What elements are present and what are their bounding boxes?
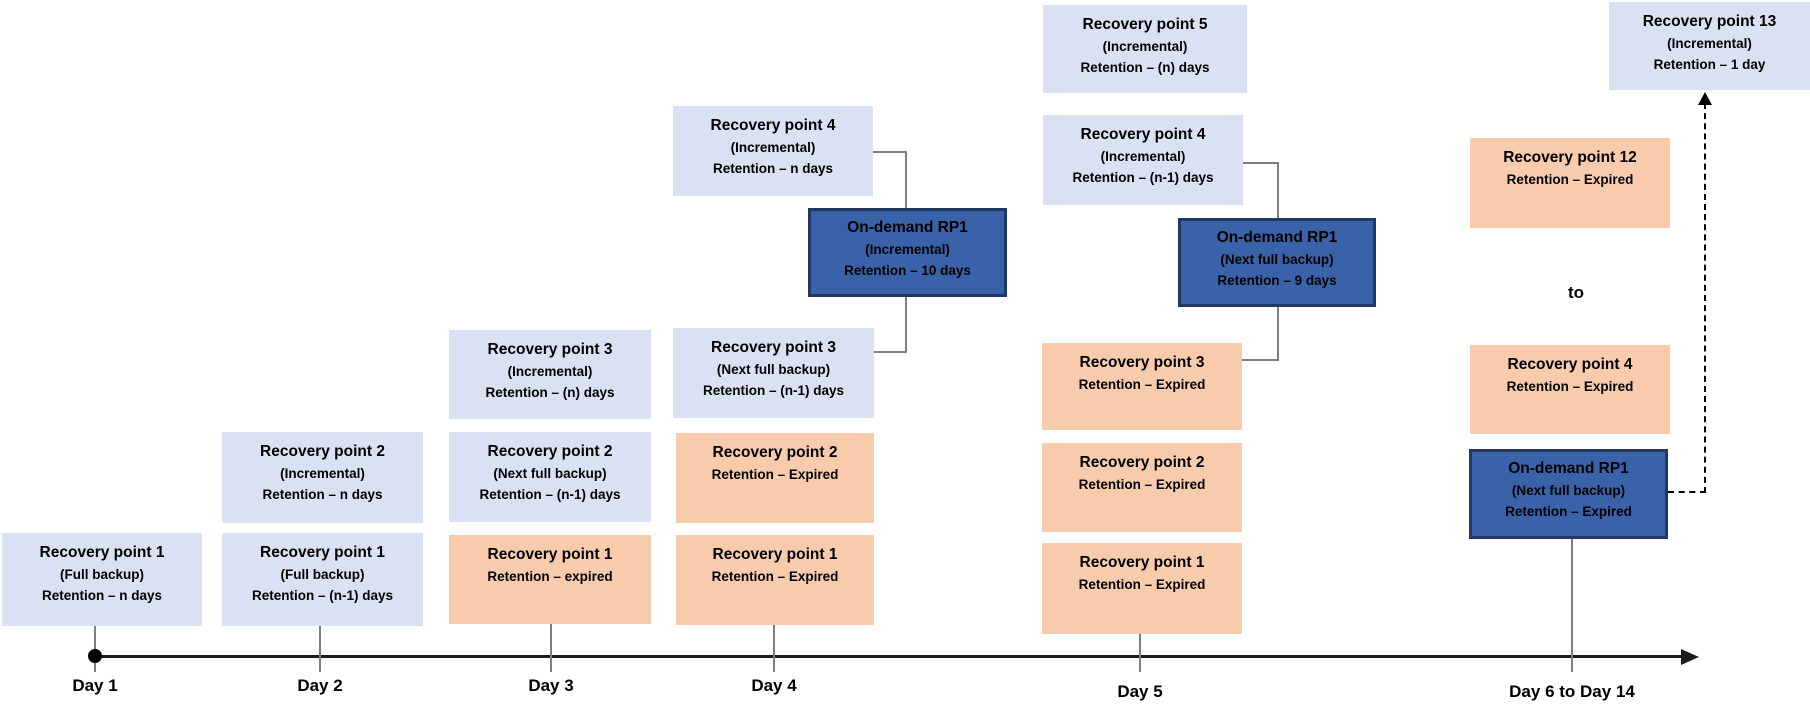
box-day3-rp2: Recovery point 2 (Next full backup) Retent… xyxy=(449,432,651,522)
box-day4-rp3-line-1: (Next full backup) xyxy=(716,362,831,377)
box-day6-rp13: Recovery point 13 (Incremental) Retention … xyxy=(1609,2,1810,90)
box-day6-rp13-line-1: (Incremental) xyxy=(1667,36,1752,51)
box-day4-rp1-line-0: Recovery point 1 xyxy=(712,546,838,563)
box-day3-rp1: Recovery point 1 Retention – expired xyxy=(449,535,651,624)
box-day1-rp1-line-1: (Full backup) xyxy=(60,567,144,582)
box-day6-od-line-0: On-demand RP1 xyxy=(1508,460,1629,477)
box-day6-rp4: Recovery point 4 Retention – Expired xyxy=(1470,345,1670,434)
box-day5-rp5-line-0: Recovery point 5 xyxy=(1082,16,1208,33)
box-day1-rp1: Recovery point 1 (Full backup) Retention –… xyxy=(2,533,202,626)
to-label: to xyxy=(1567,283,1585,302)
box-day1-rp1-line-2: Retention – n days xyxy=(41,588,163,603)
timeline-tick-4 xyxy=(773,625,775,672)
box-day4-rp4: Recovery point 4 (Incremental) Retention –… xyxy=(673,106,873,196)
timeline-day-label-4: Day 4 xyxy=(751,676,797,695)
box-day4-od-line-1: (Incremental) xyxy=(865,242,950,257)
timeline-axis xyxy=(95,655,1683,658)
connector-day4-elbow-top xyxy=(873,151,907,153)
box-day6-rp12-line-1: Retention – Expired xyxy=(1506,172,1634,187)
box-day4-rp4-line-2: Retention – n days xyxy=(712,161,834,176)
box-day3-rp1-line-0: Recovery point 1 xyxy=(487,546,613,563)
timeline-day-label-3: Day 3 xyxy=(528,676,574,695)
timeline-tick-5 xyxy=(1139,634,1141,672)
box-day5-od-line-1: (Next full backup) xyxy=(1220,252,1334,267)
box-day4-rp4-line-0: Recovery point 4 xyxy=(710,117,836,134)
box-day3-rp3-line-0: Recovery point 3 xyxy=(487,341,613,358)
box-day5-rp1: Recovery point 1 Retention – Expired xyxy=(1042,543,1242,634)
box-day5-rp4-line-1: (Incremental) xyxy=(1100,149,1186,164)
box-day5-od: On-demand RP1 (Next full backup) Retention… xyxy=(1178,218,1376,307)
box-day3-rp2-line-2: Retention – (n-1) days xyxy=(479,487,621,502)
box-day4-od-line-0: On-demand RP1 xyxy=(847,219,968,236)
timeline-arrowhead-icon xyxy=(1681,648,1699,665)
box-day4-rp1: Recovery point 1 Retention – Expired xyxy=(676,535,874,625)
connector-day5-elbow-top xyxy=(1243,162,1279,164)
box-day6-od-line-1: (Next full backup) xyxy=(1511,483,1626,498)
box-day5-od-line-0: On-demand RP1 xyxy=(1216,229,1338,246)
box-day4-rp2-line-0: Recovery point 2 xyxy=(712,444,838,461)
timeline-day-label-2: Day 2 xyxy=(297,676,343,695)
box-day2-rp1-line-2: Retention – (n-1) days xyxy=(251,588,394,603)
box-day4-rp3-line-0: Recovery point 3 xyxy=(711,339,836,356)
timeline-tick-2 xyxy=(319,626,321,672)
box-day6-rp13-line-2: Retention – 1 day xyxy=(1653,57,1766,72)
timeline-tick-6 xyxy=(1571,539,1573,672)
box-day5-od-line-2: Retention – 9 days xyxy=(1217,273,1337,288)
box-day5-rp3-line-1: Retention – Expired xyxy=(1078,377,1206,392)
box-day3-rp3-line-2: Retention – (n) days xyxy=(485,385,615,400)
box-day5-rp5-line-1: (Incremental) xyxy=(1102,39,1188,54)
box-day5-rp1-line-1: Retention – Expired xyxy=(1078,577,1206,592)
box-day4-od: On-demand RP1 (Incremental) Retention – 10… xyxy=(808,208,1007,297)
box-day3-rp2-line-1: (Next full backup) xyxy=(493,466,607,481)
box-day3-rp3: Recovery point 3 (Incremental) Retention –… xyxy=(449,330,651,419)
box-day2-rp2: Recovery point 2 (Incremental) Retention –… xyxy=(222,432,423,523)
dashed-arrow-up-icon xyxy=(1698,92,1712,105)
box-day5-rp4-line-2: Retention – (n-1) days xyxy=(1072,170,1214,185)
box-day5-rp5-line-2: Retention – (n) days xyxy=(1080,60,1210,75)
box-day5-rp3-line-0: Recovery point 3 xyxy=(1079,354,1205,371)
box-day3-rp2-line-0: Recovery point 2 xyxy=(487,443,613,460)
timeline-day-label-1: Day 1 xyxy=(72,676,118,695)
box-day5-rp2-line-0: Recovery point 2 xyxy=(1079,454,1205,471)
box-day2-rp1-line-1: (Full backup) xyxy=(280,567,365,582)
box-day4-rp1-line-1: Retention – Expired xyxy=(711,569,839,584)
box-day1-rp1-line-0: Recovery point 1 xyxy=(39,544,165,561)
box-day5-rp3: Recovery point 3 Retention – Expired xyxy=(1042,343,1242,430)
dashed-connector-horizontal xyxy=(1668,491,1706,493)
box-day5-rp4: Recovery point 4 (Incremental) Retention –… xyxy=(1043,115,1243,205)
box-day5-rp2-line-1: Retention – Expired xyxy=(1078,477,1206,492)
box-day3-rp1-line-1: Retention – expired xyxy=(487,569,613,584)
timeline-tick-3 xyxy=(550,624,552,672)
box-day6-rp13-line-0: Recovery point 13 xyxy=(1642,13,1777,30)
box-day4-rp4-line-1: (Incremental) xyxy=(730,140,816,155)
timeline-origin-dot-icon xyxy=(88,649,102,663)
box-day6-od: On-demand RP1 (Next full backup) Retention… xyxy=(1469,449,1668,539)
connector-day5-elbow-bottom xyxy=(1242,359,1279,361)
box-day2-rp2-line-1: (Incremental) xyxy=(280,466,365,481)
box-day5-rp4-line-0: Recovery point 4 xyxy=(1080,126,1206,143)
box-day4-od-line-2: Retention – 10 days xyxy=(844,263,971,278)
box-day2-rp1-line-0: Recovery point 1 xyxy=(260,544,385,561)
box-day6-od-line-2: Retention – Expired xyxy=(1505,504,1632,519)
box-day5-rp1-line-0: Recovery point 1 xyxy=(1079,554,1205,571)
box-day2-rp2-line-2: Retention – n days xyxy=(262,487,383,502)
box-day3-rp3-line-1: (Incremental) xyxy=(507,364,593,379)
box-day4-rp3-line-2: Retention – (n-1) days xyxy=(702,383,845,398)
box-day6-rp4-line-1: Retention – Expired xyxy=(1506,379,1634,394)
timeline-day-label-6: Day 6 to Day 14 xyxy=(1509,682,1635,701)
box-day6-rp12-line-0: Recovery point 12 xyxy=(1503,149,1637,166)
box-day2-rp1: Recovery point 1 (Full backup) Retention –… xyxy=(222,533,423,626)
dashed-connector-vertical xyxy=(1704,103,1706,493)
box-day5-rp2: Recovery point 2 Retention – Expired xyxy=(1042,443,1242,532)
box-day4-rp2-line-1: Retention – Expired xyxy=(711,467,839,482)
box-day2-rp2-line-0: Recovery point 2 xyxy=(260,443,385,460)
box-day6-rp4-line-0: Recovery point 4 xyxy=(1507,356,1633,373)
box-day4-rp3: Recovery point 3 (Next full backup) Retent… xyxy=(673,328,874,418)
box-day4-rp2: Recovery point 2 Retention – Expired xyxy=(676,433,874,523)
box-day6-rp12: Recovery point 12 Retention – Expired xyxy=(1470,138,1670,228)
box-day5-rp5: Recovery point 5 (Incremental) Retention –… xyxy=(1043,5,1247,93)
timeline-day-label-5: Day 5 xyxy=(1117,682,1163,701)
connector-day4-elbow-bottom xyxy=(874,351,907,353)
